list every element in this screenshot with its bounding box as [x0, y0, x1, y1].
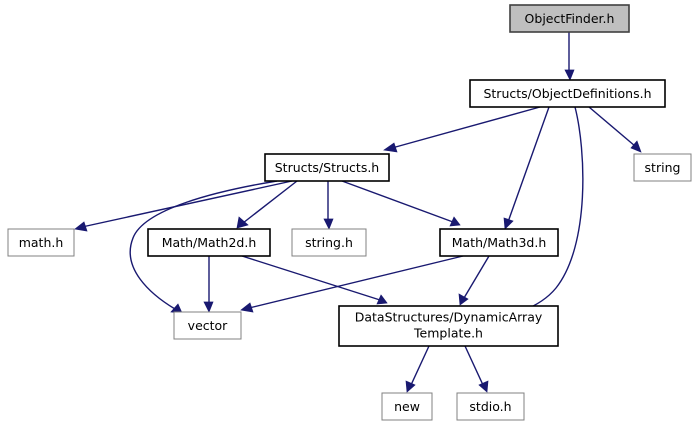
- arrowhead-icon: [236, 216, 249, 229]
- node-math3d[interactable]: Math/Math3d.h: [439, 228, 559, 257]
- edge-objectdefinitions-to-stringlib: [588, 106, 642, 153]
- node-label: math.h: [19, 235, 64, 250]
- node-label: new: [394, 399, 420, 414]
- edge-line: [507, 106, 550, 223]
- edge-line: [391, 106, 541, 149]
- node-label-line2: Template.h: [413, 326, 483, 341]
- edge-objectdefinitions-to-structs: [383, 106, 541, 153]
- arrowhead-icon: [449, 216, 461, 227]
- node-label: string: [645, 160, 681, 175]
- arrowhead-icon: [503, 217, 514, 230]
- edge-line: [464, 345, 484, 386]
- arrowhead-icon: [74, 221, 88, 232]
- node-label: Structs/ObjectDefinitions.h: [483, 86, 651, 101]
- node-box[interactable]: [7, 228, 75, 257]
- edge-math3d-to-dynamicarray: [458, 255, 490, 306]
- edge-dynamicarray-to-new: [405, 345, 430, 393]
- edge-structs-to-math3d: [341, 180, 461, 227]
- edge-line: [241, 255, 381, 301]
- node-label: string.h: [305, 235, 353, 250]
- edge-line: [81, 180, 293, 228]
- node-layer: ObjectFinder.hStructs/ObjectDefinitions.…: [7, 4, 692, 421]
- arrowhead-icon: [376, 294, 388, 305]
- node-mathh[interactable]: math.h: [7, 228, 75, 257]
- node-box[interactable]: [439, 228, 559, 257]
- edge-structs-to-mathh: [74, 180, 293, 232]
- edge-line: [588, 106, 636, 147]
- edge-objectdefinitions-to-math3d: [503, 106, 550, 230]
- arrowhead-icon: [383, 142, 398, 153]
- edge-line: [129, 180, 278, 310]
- node-label: Math/Math3d.h: [452, 235, 547, 250]
- node-box[interactable]: [147, 228, 271, 257]
- node-box[interactable]: [381, 392, 433, 421]
- node-math2d[interactable]: Math/Math2d.h: [147, 228, 271, 257]
- edge-line: [521, 106, 584, 312]
- edge-objectdefinitions-to-dynamicarray: [514, 106, 584, 316]
- node-objectdefinitions[interactable]: Structs/ObjectDefinitions.h: [469, 79, 666, 108]
- node-box[interactable]: [264, 153, 390, 182]
- node-stringh[interactable]: string.h: [291, 228, 367, 257]
- node-label: ObjectFinder.h: [525, 11, 615, 26]
- edge-line: [248, 255, 464, 309]
- node-vector[interactable]: vector: [173, 311, 242, 340]
- node-objectfinder[interactable]: ObjectFinder.h: [509, 4, 630, 33]
- node-label: Structs/Structs.h: [275, 160, 379, 175]
- edge-structs-to-math2d: [236, 180, 298, 229]
- edge-math3d-to-vector: [240, 255, 464, 313]
- node-label: vector: [188, 318, 229, 333]
- node-box[interactable]: [338, 305, 559, 347]
- node-stdio[interactable]: stdio.h: [456, 392, 525, 421]
- node-box[interactable]: [173, 311, 242, 340]
- node-structs[interactable]: Structs/Structs.h: [264, 153, 390, 182]
- node-label: stdio.h: [469, 399, 511, 414]
- edge-structs-to-stringh: [323, 181, 334, 230]
- edge-math2d-to-vector: [203, 256, 214, 313]
- arrowhead-icon: [323, 218, 334, 230]
- node-box[interactable]: [456, 392, 525, 421]
- node-label: Math/Math2d.h: [162, 235, 257, 250]
- node-stringlib[interactable]: string: [633, 153, 692, 182]
- node-box[interactable]: [291, 228, 367, 257]
- node-box[interactable]: [509, 4, 630, 33]
- edge-line: [410, 345, 430, 386]
- arrowhead-icon: [564, 69, 575, 81]
- arrowhead-icon: [203, 301, 214, 313]
- arrowhead-icon: [478, 380, 489, 393]
- edge-line: [242, 180, 298, 224]
- node-box[interactable]: [469, 79, 666, 108]
- edge-dynamicarray-to-stdio: [464, 345, 489, 393]
- node-new[interactable]: new: [381, 392, 433, 421]
- edge-layer: [74, 32, 642, 393]
- arrowhead-icon: [405, 380, 416, 393]
- edge-math2d-to-dynamicarray: [241, 255, 388, 305]
- edge-line: [341, 180, 454, 223]
- edge-line: [463, 255, 490, 299]
- arrowhead-icon: [458, 293, 469, 306]
- edge-objectfinder-to-objectdefinitions: [564, 32, 575, 81]
- node-box[interactable]: [633, 153, 692, 182]
- arrowhead-icon: [630, 140, 642, 153]
- arrowhead-icon: [240, 302, 254, 313]
- node-label: DataStructures/DynamicArray: [355, 310, 543, 325]
